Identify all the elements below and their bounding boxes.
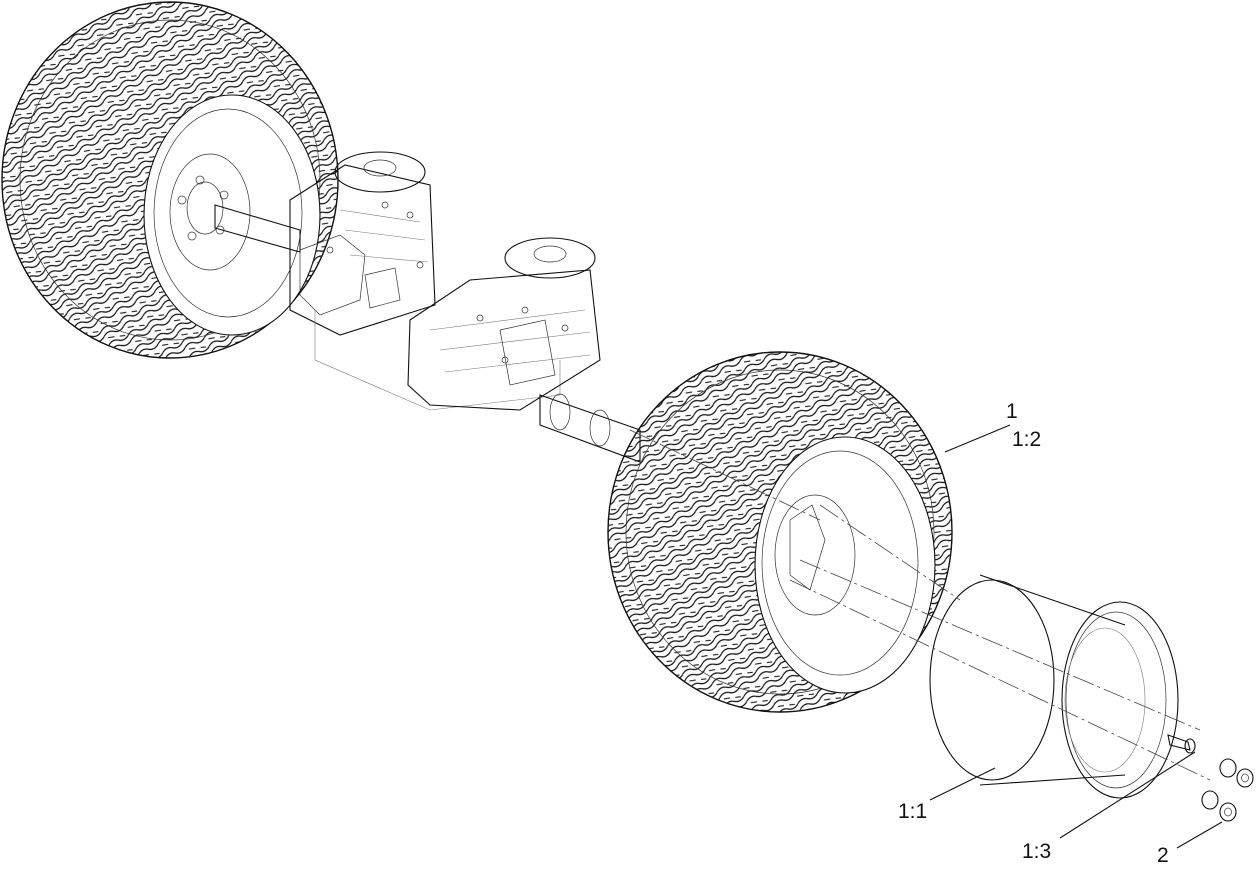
right-tire-bead — [754, 436, 936, 694]
left-rim — [143, 94, 321, 336]
callout-1-2: 1:2 — [1012, 428, 1041, 451]
left-wheel-assembly — [1, 1, 339, 359]
leader-lines — [929, 424, 1223, 849]
callout-2: 2 — [1157, 844, 1169, 867]
left-pulley — [334, 151, 426, 193]
left-transaxle — [214, 151, 436, 336]
callout-1-1: 1:1 — [898, 800, 927, 823]
frame-plate — [314, 310, 561, 411]
callout-1-3: 1:3 — [1022, 840, 1051, 863]
callout-1: 1 — [1006, 400, 1018, 423]
wheel-bolt — [1167, 734, 1196, 754]
right-pulley — [504, 237, 596, 279]
right-transaxle — [407, 237, 601, 411]
right-axle — [539, 393, 641, 463]
exploded-rim — [929, 574, 1179, 799]
right-wheel-assembly — [607, 351, 953, 713]
lug-nuts — [1201, 758, 1254, 822]
assembly-centerlines — [629, 429, 1211, 781]
